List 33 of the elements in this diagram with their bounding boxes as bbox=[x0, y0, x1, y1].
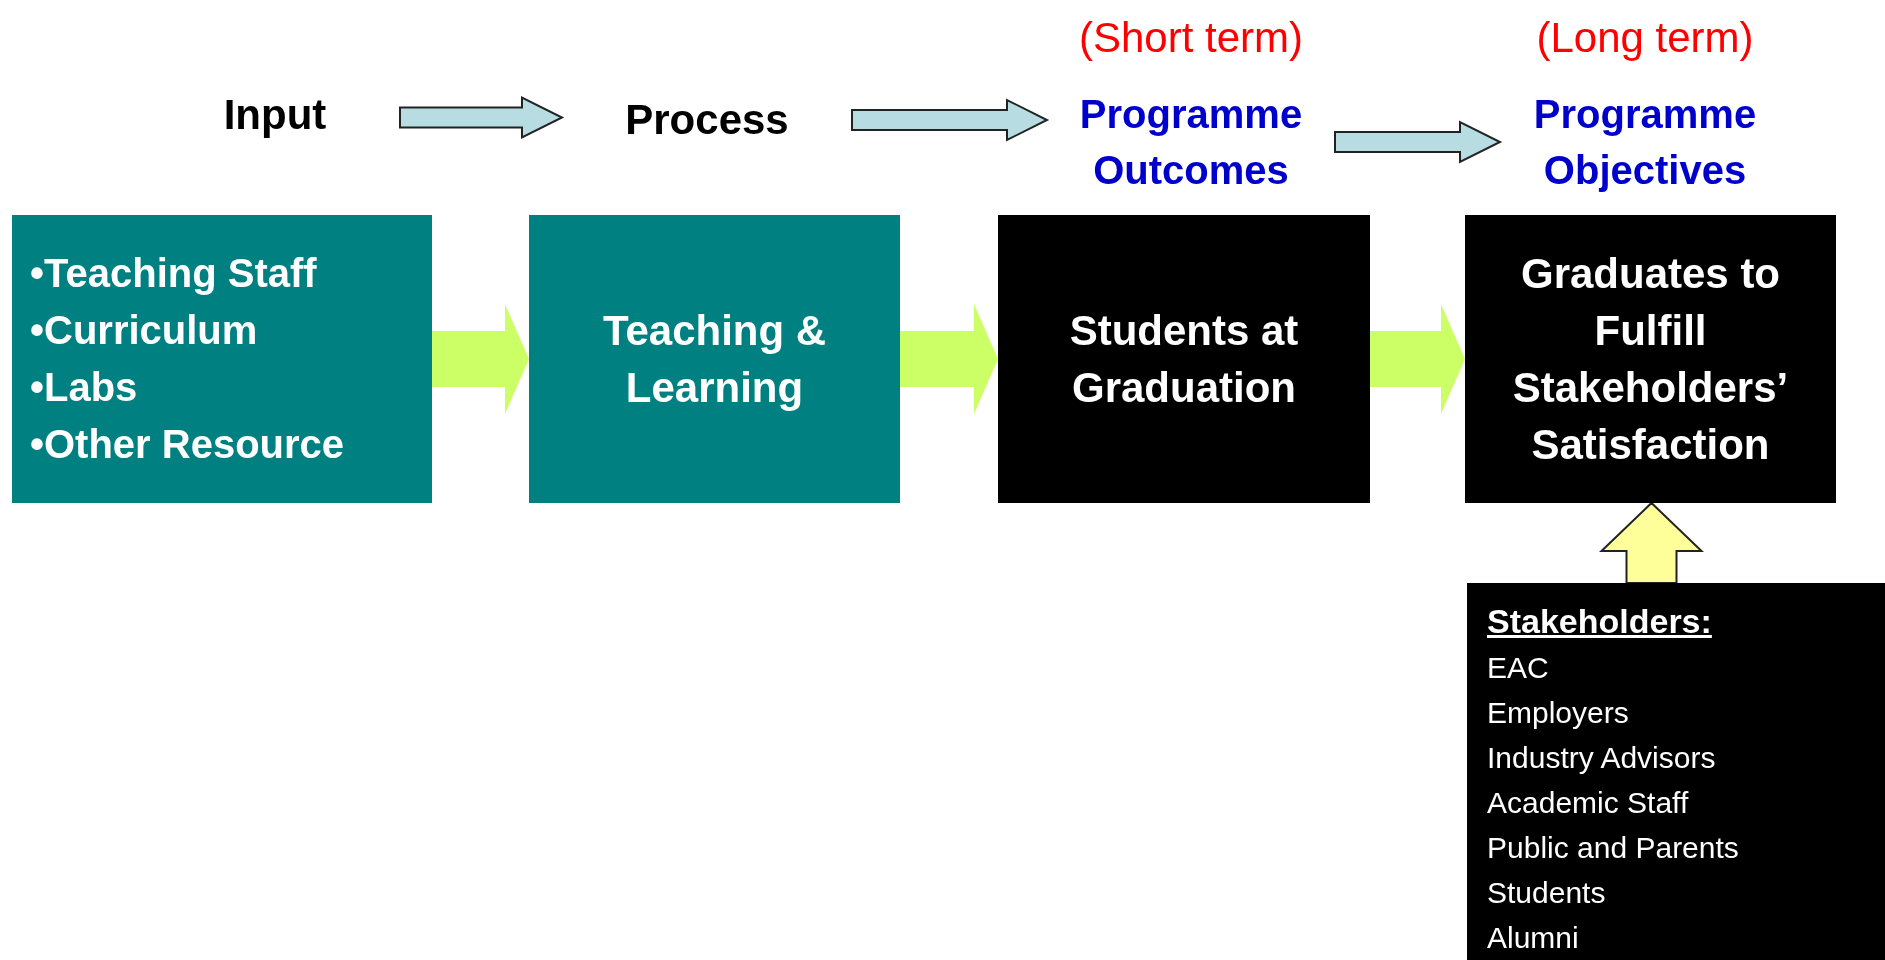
block-arrow bbox=[399, 95, 565, 140]
block-arrow bbox=[851, 98, 1050, 142]
block-arrow bbox=[1334, 120, 1503, 164]
node-text: Programme Outcomes bbox=[1078, 91, 1304, 194]
list-item: Industry Advisors bbox=[1487, 740, 1716, 776]
node-text: Teaching & Learning bbox=[601, 306, 828, 413]
node-text: Input bbox=[223, 90, 327, 140]
time-frame-label: (Short term) bbox=[1078, 13, 1304, 63]
block-arrow bbox=[1370, 304, 1465, 414]
list-item: Alumni bbox=[1487, 920, 1579, 956]
node-text: Graduates to Fulfill Stakeholders’ Satisfaction bbox=[1511, 249, 1790, 470]
list-item: Employers bbox=[1487, 695, 1629, 731]
process-box bbox=[12, 215, 432, 503]
process-box bbox=[998, 215, 1370, 503]
block-arrow bbox=[900, 304, 998, 414]
list-item: Students bbox=[1487, 875, 1606, 911]
block-arrow bbox=[1599, 501, 1704, 584]
process-box bbox=[1465, 215, 1836, 503]
list-item: •Curriculum bbox=[30, 307, 258, 354]
node-text: Programme Objectives bbox=[1532, 91, 1758, 194]
node-text: Students at Graduation bbox=[1068, 306, 1300, 413]
list-box bbox=[1467, 583, 1885, 960]
list-item: Public and Parents bbox=[1487, 830, 1739, 866]
node-text: Process bbox=[625, 95, 789, 145]
list-heading: Stakeholders: bbox=[1487, 601, 1712, 642]
block-arrow bbox=[432, 304, 529, 414]
list-item: •Other Resource bbox=[30, 421, 345, 468]
list-item: EAC bbox=[1487, 650, 1549, 686]
list-item: •Labs bbox=[30, 364, 138, 411]
list-item: •Teaching Staff bbox=[30, 250, 317, 297]
list-item: Academic Staff bbox=[1487, 785, 1689, 821]
process-box bbox=[529, 215, 900, 503]
time-frame-label: (Long term) bbox=[1535, 13, 1755, 63]
